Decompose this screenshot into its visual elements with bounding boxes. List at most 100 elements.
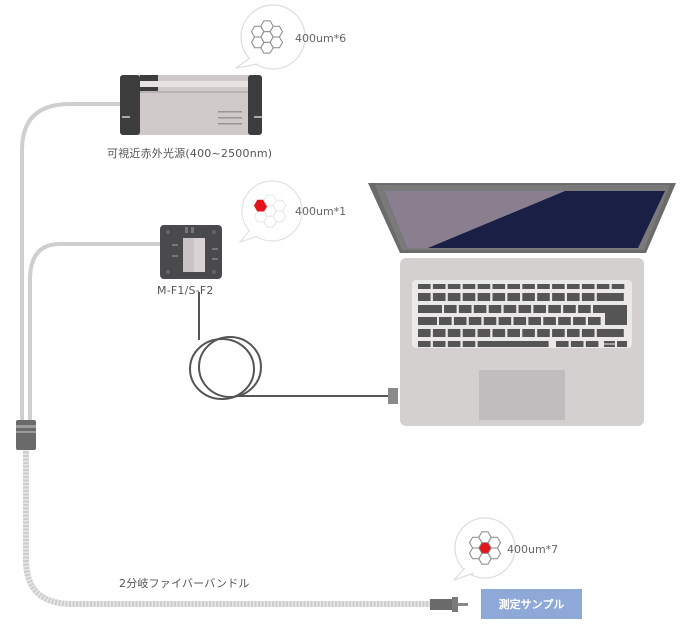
keyboard-key — [533, 305, 546, 313]
bubble-light-source-text: 400um*6 — [295, 32, 347, 45]
keyboard-key — [468, 317, 482, 325]
fiber-core — [260, 20, 274, 33]
fiber-core — [468, 547, 483, 560]
keyboard-key — [447, 293, 461, 301]
usb-cable — [189, 292, 390, 400]
keyboard-key — [507, 293, 520, 301]
keyboard-key — [513, 317, 527, 325]
keyboard — [412, 280, 632, 348]
usb-connector — [388, 388, 398, 404]
keyboard-key — [552, 293, 565, 301]
keyboard-key — [596, 293, 624, 301]
keyboard-key — [604, 341, 615, 344]
keyboard-key — [477, 341, 549, 347]
keyboard-key — [537, 329, 550, 337]
fiber-bundle-icon — [253, 194, 287, 228]
keyboard-key — [432, 341, 446, 347]
keyboard-key — [518, 305, 532, 313]
keyboard-key — [604, 344, 615, 347]
keyboard-key — [462, 284, 476, 289]
keyboard-key — [558, 317, 571, 325]
keyboard-key — [488, 305, 502, 313]
keyboard-key — [567, 293, 580, 301]
keyboard-key — [522, 293, 535, 301]
fiber-probe — [430, 597, 468, 612]
keyboard-key — [605, 305, 627, 325]
keyboard-key — [477, 329, 491, 337]
keyboard-key — [444, 305, 457, 313]
keyboard-key — [507, 329, 520, 337]
keyboard-key — [477, 293, 491, 301]
keyboard-key — [573, 317, 586, 325]
keyboard-key — [537, 284, 550, 289]
keyboard-key — [507, 284, 520, 289]
light-source-cable — [20, 102, 122, 425]
keyboard-key — [492, 329, 506, 337]
keyboard-key — [581, 284, 595, 289]
keyboard-key — [439, 317, 452, 325]
keyboard-key — [447, 341, 461, 347]
keyboard-key — [432, 329, 446, 337]
light-source-device — [120, 75, 262, 135]
keyboard-key — [453, 317, 467, 325]
keyboard-key — [567, 284, 580, 289]
spectrometer-cable — [28, 242, 160, 425]
keyboard-key — [418, 341, 431, 347]
keyboard-key — [543, 317, 556, 325]
bundle-junction-connector — [16, 420, 36, 450]
laptop — [368, 183, 676, 426]
fiber-core — [263, 194, 277, 207]
spectrometer-label: M-F1/S-F2 — [157, 284, 214, 297]
keyboard-key — [537, 293, 550, 301]
keyboard-key — [492, 284, 506, 289]
keyboard-key — [418, 284, 431, 289]
keyboard-key — [522, 284, 535, 289]
keyboard-key — [585, 341, 599, 347]
keyboard-key — [596, 329, 624, 337]
bubble-spectrometer-text: 400um*1 — [295, 205, 347, 218]
keyboard-key — [581, 293, 595, 301]
keyboard-key — [503, 305, 517, 313]
keyboard-key — [418, 293, 431, 301]
keyboard-key — [581, 329, 595, 337]
keyboard-keys — [418, 284, 627, 347]
keyboard-key — [552, 329, 565, 337]
sample-label: 測定サンプル — [481, 589, 582, 619]
fiber-core — [253, 210, 268, 223]
keyboard-key — [522, 329, 535, 337]
keyboard-key — [447, 329, 461, 337]
laptop-screen-glare — [384, 191, 565, 248]
keyboard-key — [462, 293, 476, 301]
fiber-core — [478, 531, 492, 544]
keyboard-key — [473, 305, 487, 313]
keyboard-key — [432, 293, 446, 301]
keyboard-key — [617, 341, 627, 347]
keyboard-key — [447, 284, 461, 289]
spectrometer-device — [160, 225, 222, 279]
keyboard-key — [552, 284, 565, 289]
keyboard-key — [611, 284, 625, 289]
keyboard-key — [477, 284, 491, 289]
keyboard-key — [483, 317, 497, 325]
keyboard-key — [556, 341, 569, 347]
keyboard-key — [432, 284, 446, 289]
keyboard-key — [528, 317, 541, 325]
keyboard-key — [418, 317, 437, 325]
bubble-spectrometer — [238, 180, 303, 244]
keyboard-key — [462, 341, 476, 347]
trackpad — [479, 370, 565, 420]
keyboard-key — [492, 293, 506, 301]
keyboard-key — [570, 341, 584, 347]
keyboard-key — [462, 329, 476, 337]
keyboard-key — [458, 305, 472, 313]
keyboard-key — [567, 329, 580, 337]
keyboard-key — [593, 305, 606, 313]
fiber-bundle-texture — [23, 450, 432, 607]
keyboard-key — [563, 305, 576, 313]
bubble-sample — [453, 517, 516, 581]
keyboard-key — [578, 305, 591, 313]
bubble-sample-text: 400um*7 — [507, 543, 559, 556]
keyboard-key — [588, 317, 601, 325]
